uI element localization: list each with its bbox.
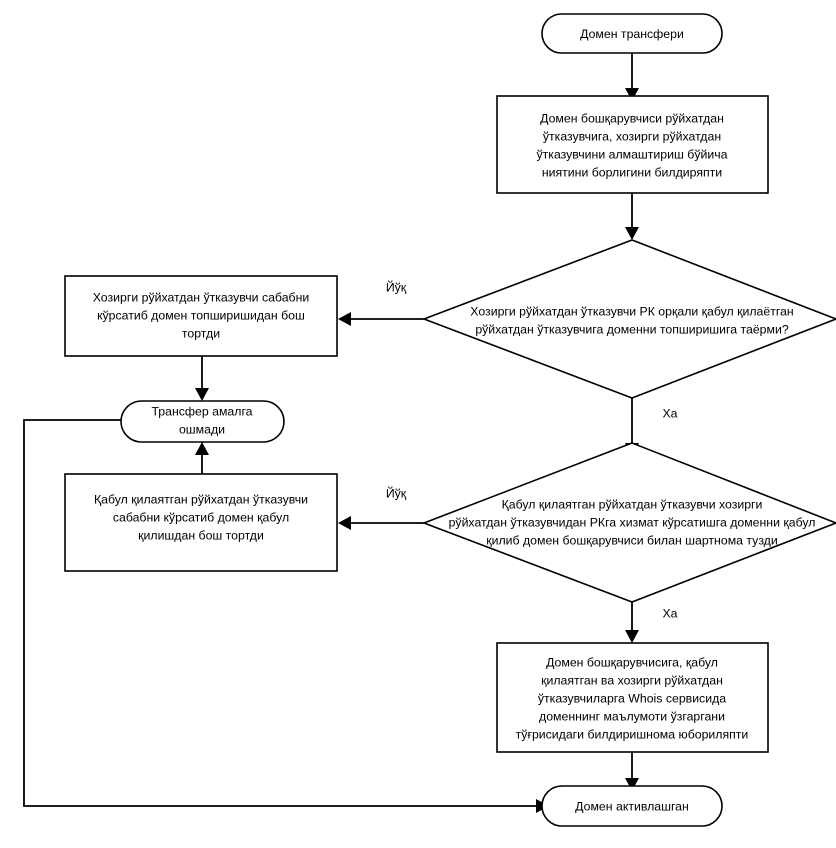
edge-intent-to-decision1 [625,193,639,240]
edge-start-to-intent [625,53,639,101]
failed-line-2: ошмади [179,422,225,436]
edge-reject2-to-failed [195,442,209,474]
intent-shape [496,95,769,194]
decision1-line-1: Хозирги рўйхатдан ўтказувчи РК орқали қа… [470,304,793,318]
edge-notify-to-activated [625,752,639,791]
notify-line-3: ўтказувчиларга Whois сервисида [538,691,726,705]
notify-line-2: қилаятган ва хозирги рўйхатдан [541,673,723,687]
edge-decision2-yes [625,602,639,643]
edge-label-yes-1: Ха [662,406,677,420]
failed-line-1: Трансфер амалга [151,404,252,418]
decision2-line-3: қилиб домен бошқарувчиси билан шартнома … [486,533,778,547]
edge-decision2-no [338,516,424,530]
node-notify[interactable]: Домен бошқарувчисига, қабул қилаятган ва… [496,642,769,753]
reject1-line-3: тортди [182,326,220,340]
decision2-shape [421,442,836,603]
intent-line-3: ўтказувчини алмаштириш бўйича [537,147,728,161]
edge-decision1-no [338,312,424,326]
decision1-shape [421,239,836,399]
node-reject2[interactable]: Қабул қилаятган рўйхатдан ўтказувчи саба… [64,473,338,572]
node-start[interactable]: Домен трансфери [541,13,723,54]
edge-label-yes-2: Ха [662,606,677,620]
activated-label: Домен активлашган [575,799,689,813]
activated-shape [541,785,723,827]
reject2-line-3: қилишдан бош тортди [138,528,264,542]
node-failed[interactable]: Трансфер амалга ошмади [120,400,285,443]
intent-line-4: ниятини борлигини билдиряпти [542,165,722,179]
edge-label-no-1: Йўқ [386,279,407,294]
edge-label-no-2: Йўқ [386,485,407,500]
decision2-line-1: Қабул қилаятган рўйхатдан ўтказувчи хози… [502,497,763,511]
edge-label-layer: Йўқ Ха Йўқ Ха [386,279,678,620]
intent-line-1: Домен бошқарувчиси рўйхатдан [540,111,724,125]
reject1-line-1: Хозирги рўйхатдан ўтказувчи сабабни [93,290,310,304]
failed-shape [120,400,285,443]
node-intent[interactable]: Домен бошқарувчиси рўйхатдан ўтказувчига… [496,95,769,194]
notify-line-4: доменнинг маълумоти ўзгаргани [539,709,725,723]
node-reject1[interactable]: Хозирги рўйхатдан ўтказувчи сабабни кўрс… [64,275,338,357]
reject1-line-2: кўрсатиб домен топширишидан бош [97,308,305,322]
edge-layer [23,53,639,813]
decision2-line-2: рўйхатдан ўтказувчидан РКга хизмат кўрса… [449,515,816,529]
notify-shape [496,642,769,753]
intent-line-2: ўтказувчига, хозирги рўйхатдан [543,129,721,143]
notify-line-1: Домен бошқарувчисига, қабул [546,655,718,669]
reject1-shape [64,275,338,357]
reject2-line-2: сабабни кўрсатиб домен қабул [113,510,289,524]
edge-reject1-to-failed [195,356,209,401]
decision1-line-2: рўйхатдан ўтказувчига доменни топширишиг… [475,322,789,336]
reject2-shape [64,473,338,572]
start-label: Домен трансфери [580,27,684,41]
node-decision2[interactable]: Қабул қилаятган рўйхатдан ўтказувчи хози… [421,442,836,603]
node-activated[interactable]: Домен активлашган [541,785,723,827]
reject2-line-1: Қабул қилаятган рўйхатдан ўтказувчи [94,492,308,506]
notify-line-5: тўғрисидаги билдиришнома юбориляпти [516,727,749,741]
node-decision1[interactable]: Хозирги рўйхатдан ўтказувчи РК орқали қа… [421,239,836,399]
start-shape [541,13,723,54]
